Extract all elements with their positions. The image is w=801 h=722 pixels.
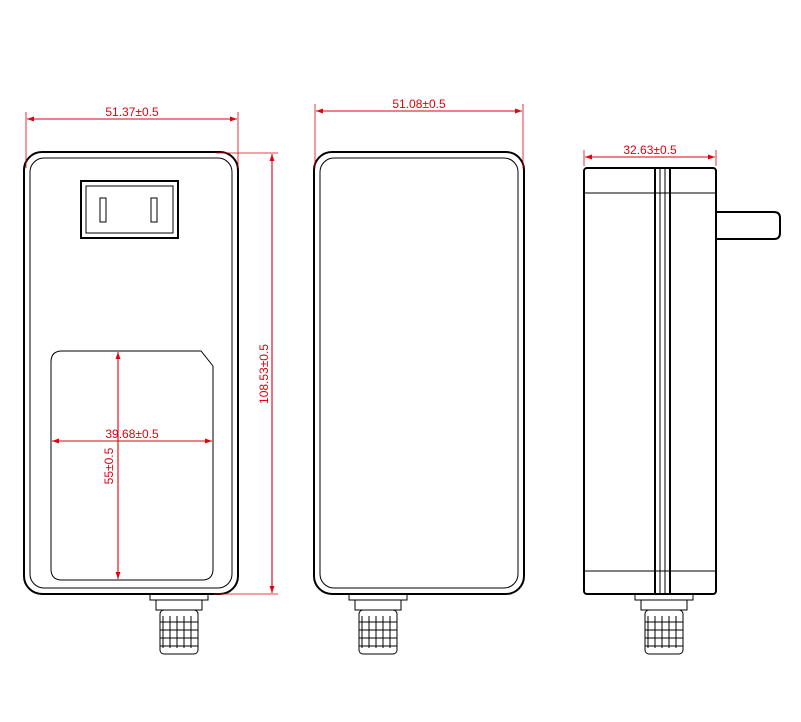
front-height-label: 108.53±0.5 <box>257 344 271 404</box>
side-view: 32.63±0.5 <box>583 143 781 655</box>
back-view: 51.08±0.5 <box>313 97 525 655</box>
back-body-outer <box>313 151 525 595</box>
front-height-dimension: 108.53±0.5 <box>214 152 278 595</box>
front-view: 51.37±0.5 108.53±0.5 39.68±0.5 55±0.5 <box>23 105 278 655</box>
label-area <box>50 350 214 581</box>
middle-width-dimension: 51.08±0.5 <box>314 97 524 168</box>
plug-socket <box>80 180 179 239</box>
front-body-outer <box>23 151 239 595</box>
front-body-inner <box>29 157 233 589</box>
back-cable <box>348 593 408 655</box>
label-height-dimension: 55±0.5 <box>102 352 121 579</box>
front-width-dimension: 51.37±0.5 <box>25 105 239 168</box>
label-height-label: 55±0.5 <box>102 447 116 484</box>
side-cable <box>634 593 694 655</box>
side-depth-label: 32.63±0.5 <box>623 143 677 157</box>
side-seam <box>654 167 671 595</box>
front-width-label: 51.37±0.5 <box>105 105 159 119</box>
back-body-inner <box>319 157 519 589</box>
label-width-dimension: 39.68±0.5 <box>52 427 212 444</box>
side-body-outer <box>583 167 717 595</box>
side-depth-dimension: 32.63±0.5 <box>583 143 717 166</box>
middle-width-label: 51.08±0.5 <box>392 97 446 111</box>
label-width-label: 39.68±0.5 <box>105 427 159 441</box>
side-prong <box>716 211 781 240</box>
front-cable <box>149 593 209 655</box>
